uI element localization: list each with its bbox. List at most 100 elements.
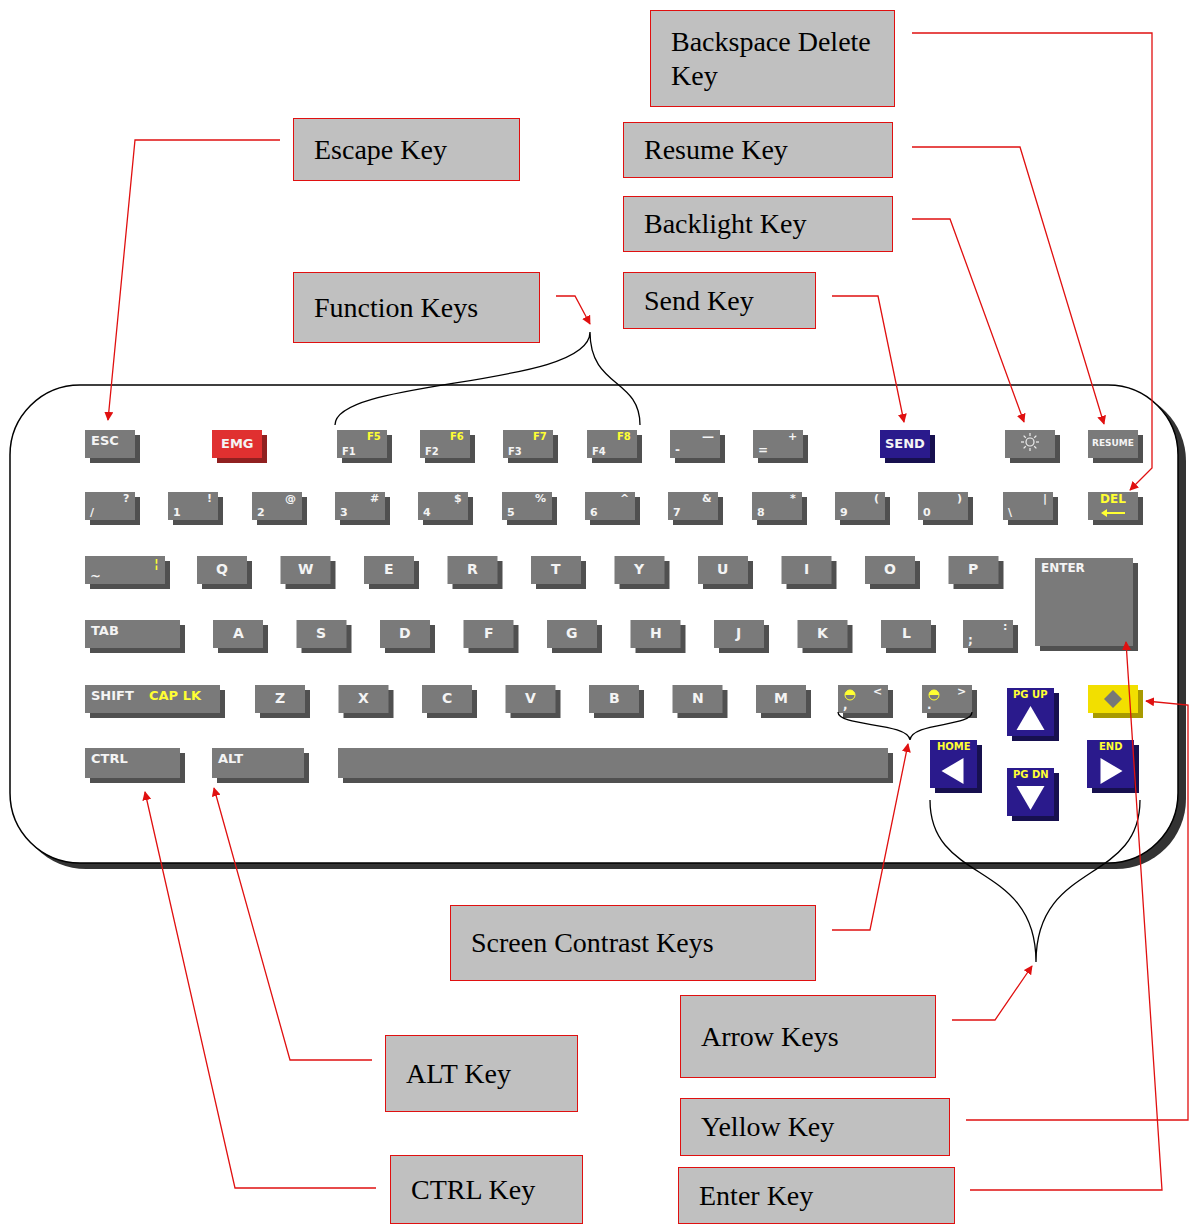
key-label: ( bbox=[874, 493, 879, 505]
key-face bbox=[297, 620, 347, 648]
key-face bbox=[448, 556, 498, 584]
arrow-triangle bbox=[942, 758, 964, 784]
backlight-ray bbox=[1021, 441, 1024, 442]
key-label: END bbox=[1099, 741, 1123, 752]
arrow-triangle bbox=[1101, 758, 1123, 784]
key-face bbox=[335, 492, 385, 520]
key-label: = bbox=[758, 444, 768, 457]
backlight-ray bbox=[1029, 433, 1030, 436]
callout-text: Resume Key bbox=[644, 133, 788, 167]
key-face bbox=[338, 748, 888, 778]
key-face bbox=[255, 685, 305, 713]
key-label: T bbox=[551, 562, 561, 577]
key-label: ! bbox=[207, 493, 212, 505]
key-label: F6 bbox=[450, 431, 464, 442]
callout-box: Arrow Keys bbox=[680, 995, 936, 1078]
key-label: Z bbox=[275, 691, 285, 706]
contrast-icon bbox=[845, 690, 855, 695]
callout-text: Enter Key bbox=[699, 1179, 813, 1213]
key-label: F7 bbox=[533, 431, 547, 442]
key-label: F8 bbox=[617, 431, 631, 442]
leader-line bbox=[912, 147, 1104, 424]
key-label: I bbox=[804, 562, 809, 577]
key-label: 1 bbox=[173, 507, 181, 519]
callout-text: Backspace Delete Key bbox=[671, 25, 880, 93]
key-face bbox=[420, 430, 470, 458]
key-label: 8 bbox=[757, 507, 765, 519]
callout-box: Function Keys bbox=[293, 272, 540, 343]
key-label: F4 bbox=[592, 446, 606, 457]
key-face bbox=[1088, 492, 1138, 520]
delete-arrow bbox=[1101, 509, 1125, 517]
key-face bbox=[418, 492, 468, 520]
function-bracket bbox=[335, 332, 640, 425]
key-face bbox=[1087, 740, 1134, 788]
callout-box: Enter Key bbox=[678, 1167, 955, 1224]
key-face bbox=[502, 492, 552, 520]
callout-text: Arrow Keys bbox=[701, 1020, 839, 1054]
leader-line bbox=[108, 140, 280, 420]
key-face bbox=[337, 430, 387, 458]
key-face bbox=[85, 492, 135, 520]
callout-box: ALT Key bbox=[385, 1035, 578, 1112]
key-label: : bbox=[1003, 621, 1007, 633]
key-face bbox=[670, 430, 720, 458]
key-label: CTRL bbox=[91, 752, 128, 766]
key-face bbox=[85, 748, 180, 778]
key-label: P bbox=[968, 562, 978, 577]
leader-line bbox=[912, 219, 1024, 422]
key-face bbox=[835, 492, 885, 520]
key-label: Q bbox=[216, 562, 228, 577]
key-label: CAP LK bbox=[149, 689, 201, 703]
callout-text: Backlight Key bbox=[644, 207, 807, 241]
backlight-ray bbox=[1034, 436, 1036, 438]
leader-line bbox=[832, 296, 904, 422]
leader-line bbox=[912, 33, 1152, 490]
key-face bbox=[422, 685, 472, 713]
key-label: ^ bbox=[620, 493, 629, 505]
yellow-diamond bbox=[1104, 690, 1122, 708]
leader-line bbox=[832, 744, 908, 930]
arrow-triangle bbox=[1017, 706, 1045, 730]
key-face bbox=[85, 620, 180, 648]
key-label: PG DN bbox=[1013, 769, 1049, 780]
key-label: C bbox=[442, 691, 452, 706]
key-label: * bbox=[790, 493, 796, 505]
callout-text: Yellow Key bbox=[701, 1110, 834, 1144]
key-face bbox=[380, 620, 430, 648]
key-label: S bbox=[316, 626, 326, 641]
key-label: | bbox=[1043, 493, 1047, 505]
key-label: — bbox=[702, 431, 714, 444]
key-label: % bbox=[535, 493, 546, 505]
key-face bbox=[1088, 430, 1138, 458]
key-label: 3 bbox=[340, 507, 348, 519]
contrast-icon bbox=[929, 690, 939, 695]
callout-box: Resume Key bbox=[623, 122, 893, 178]
key-label: 4 bbox=[423, 507, 431, 519]
key-face bbox=[1003, 492, 1053, 520]
key-face bbox=[212, 748, 304, 778]
key-face bbox=[587, 430, 637, 458]
key-label: @ bbox=[285, 493, 296, 505]
callout-text: Send Key bbox=[644, 284, 754, 318]
leader-line bbox=[214, 788, 372, 1060]
key-label: N bbox=[692, 691, 704, 706]
key-label: R bbox=[467, 562, 478, 577]
key-label: , bbox=[843, 699, 848, 712]
key-label: U bbox=[717, 562, 728, 577]
key-face bbox=[364, 556, 414, 584]
key-face bbox=[698, 556, 748, 584]
key-label: 6 bbox=[590, 507, 598, 519]
key-label: M bbox=[774, 691, 788, 706]
key-face bbox=[838, 685, 888, 713]
key-face bbox=[85, 430, 135, 458]
key-label: ¦ bbox=[154, 557, 159, 571]
key-face bbox=[197, 556, 247, 584]
key-label: ESC bbox=[91, 434, 119, 448]
key-label: EMG bbox=[221, 437, 254, 451]
key-face bbox=[168, 492, 218, 520]
key-face bbox=[918, 492, 968, 520]
contrast-bracket bbox=[838, 712, 972, 740]
key-label: DEL bbox=[1100, 493, 1126, 506]
